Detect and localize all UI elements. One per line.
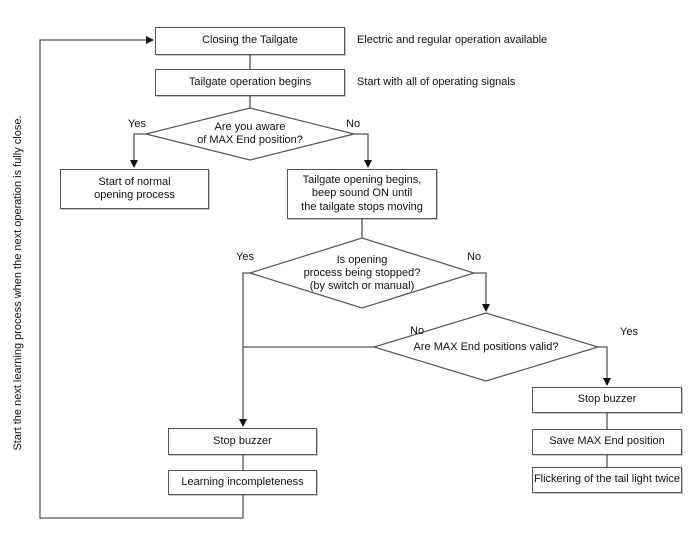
label-decision3-no: No — [410, 325, 425, 337]
line-decision3-yes — [598, 346, 611, 386]
label-decision2-no: No — [467, 251, 482, 263]
note-electric-operation: Electric and regular operation available — [357, 34, 548, 46]
line-feedback-loop — [39, 36, 244, 519]
node-closing-tailgate: Closing the Tailgate — [155, 27, 345, 55]
node-opening-begins-beep: Tailgate opening begins, beep sound ON u… — [287, 169, 437, 219]
node-stop-buzzer-left: Stop buzzer — [168, 428, 317, 455]
decision-diamond-aware-max-end — [145, 107, 355, 161]
line-decision2-yes — [239, 272, 250, 427]
node-learning-incompleteness: Learning incompleteness — [168, 470, 317, 495]
line-decision1-yes — [130, 133, 146, 168]
note-operating-signals: Start with all of operating signals — [357, 76, 516, 88]
node-flicker-tail-light: Flickering of the tail light twice — [532, 467, 682, 493]
label-decision3-yes: Yes — [620, 326, 638, 338]
node-save-max-end: Save MAX End position — [532, 429, 682, 455]
label-decision1-yes: Yes — [128, 118, 146, 130]
side-note-vertical: Start the next learning process when the… — [12, 115, 24, 451]
label-decision2-yes: Yes — [236, 251, 254, 263]
decision-diamond-opening-stopped — [247, 237, 477, 309]
node-start-normal-opening: Start of normal opening process — [60, 169, 209, 209]
line-decision2-no — [474, 272, 490, 312]
label-decision1-no: No — [346, 118, 361, 130]
decision-diamond-max-end-valid — [371, 312, 601, 382]
line-decision1-no — [354, 133, 372, 168]
node-stop-buzzer-right: Stop buzzer — [532, 387, 682, 413]
node-operation-begins: Tailgate operation begins — [155, 69, 345, 96]
